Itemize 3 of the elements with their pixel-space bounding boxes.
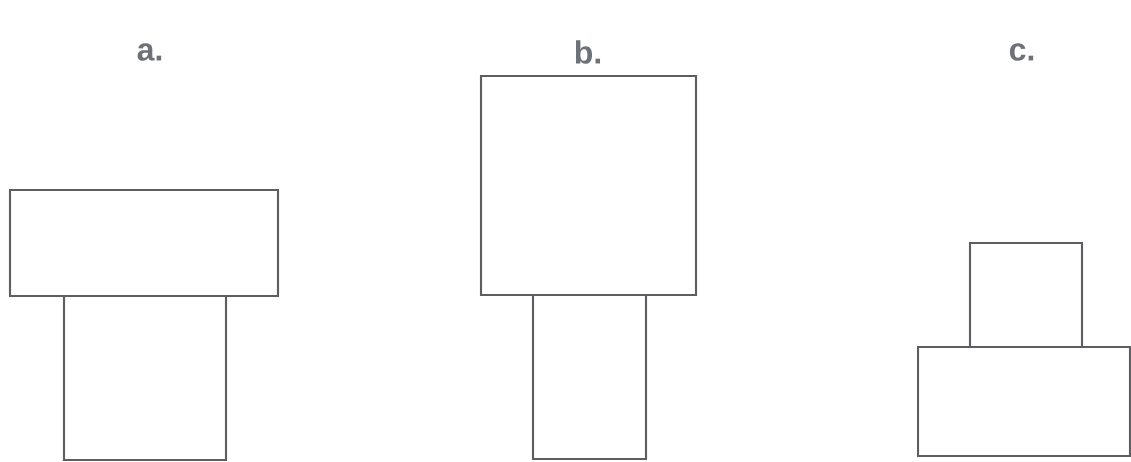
panel-label: b. [575, 40, 601, 64]
panel-label: c. [1009, 43, 1034, 61]
panel-label: a. [137, 43, 162, 61]
